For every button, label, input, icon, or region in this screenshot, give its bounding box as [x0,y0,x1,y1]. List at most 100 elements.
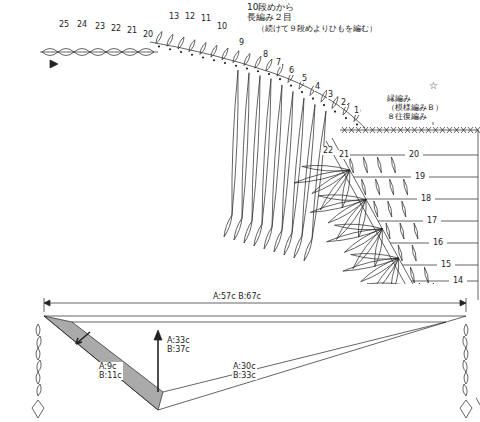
row-number: 7 [275,58,282,67]
dc-stitch [412,245,416,261]
row-number: 17 [426,216,438,225]
cord-loop [464,372,468,384]
stitch-dot [180,51,182,53]
stitch-loop [189,40,195,52]
dimension-label: A:30c B:33c [232,362,257,380]
row-number: 13 [168,12,180,21]
chain-loop [294,236,302,258]
long-chain-loop [292,98,304,233]
row-number: 22 [322,146,334,155]
stitch-dot [290,85,292,87]
row-number: 18 [420,194,432,203]
shawl-schematic [30,284,476,420]
stitch-loop [167,34,173,46]
row-number: 9 [238,38,245,47]
row-number: 3 [327,90,334,99]
long-chain-loop [312,111,326,239]
fan-loop [328,199,366,223]
long-chain-loop [272,85,282,227]
row-line [435,199,478,200]
cord-loop [36,372,40,384]
row-number: 8 [262,50,269,59]
sc-mark [370,127,375,133]
long-chain-loop [242,73,249,218]
stitch-loop [200,43,206,55]
sc-mark [468,127,473,133]
stitch-loop [233,51,239,63]
row-line [411,281,449,282]
row-number: 5 [301,74,308,83]
stitch-dot [169,48,171,50]
stitch-dot [246,67,248,69]
row-line [341,155,405,156]
dc-stitch [400,223,404,239]
row-line [366,199,417,200]
stitch-dot [235,65,237,67]
dc-stitch [362,179,366,195]
dimension-label: A:33c B:37c [166,336,191,354]
row-number: 19 [414,172,426,181]
border-band [44,316,163,410]
cord-loop [463,384,467,396]
fan-loop [312,170,350,194]
stitch-dot [312,97,314,99]
stitch-loop [156,32,162,44]
row-line [441,221,478,222]
cord-loop [36,348,40,360]
fan-loop [327,229,383,242]
stitch-dot [323,104,325,106]
dc-stitch [388,201,392,217]
shawl-inner [72,322,446,392]
row-line [447,243,478,244]
sc-mark [377,127,382,133]
row-number: 4 [314,82,321,91]
sc-mark [405,127,410,133]
row-line [455,265,478,266]
fan-loop [344,229,382,253]
row-number: 24 [76,20,88,29]
row-number: 11 [200,14,212,23]
chain-loop [224,215,232,237]
arm-line [150,42,365,128]
fan-loop [302,165,350,171]
cord-loop [463,336,467,348]
dimension-label: A:9c B:11c [98,362,123,380]
cord-loop [464,324,468,336]
dc-stitch [376,179,380,195]
tassel-diamond [32,400,44,418]
stitch-dot [301,91,303,93]
dc-stitch [424,267,428,283]
body-edge [478,130,479,300]
sc-mark [461,127,466,133]
stitch-dot [334,110,336,112]
fan-loop [310,199,366,212]
stitch-dot [345,117,347,119]
fan-loop [343,258,399,271]
stitch-dot [191,54,193,56]
stitch-dot [279,78,281,80]
sc-mark [426,127,431,133]
cord-loop [37,384,41,396]
dimension-label: A:57c B:67c [212,292,262,301]
cord-loop [464,348,468,360]
sc-mark [440,127,445,133]
chain-loop [274,230,282,252]
row-line [340,130,478,131]
dc-stitch [390,179,394,195]
sc-mark [412,127,417,133]
row-line [423,155,478,156]
schematic-ground [30,284,476,420]
sc-mark [398,127,403,133]
sc-mark [419,127,424,133]
sc-mark [363,127,368,133]
stitch-dot [213,59,215,61]
stitch-dot [224,62,226,64]
sc-mark [349,127,354,133]
chain-loop [284,233,292,255]
row-line [429,177,478,178]
stitch-loop [222,48,228,60]
stitch-loop [178,37,184,49]
long-chain-loop [252,76,260,222]
fan-loop [318,195,366,201]
stitch-dot [356,123,358,125]
